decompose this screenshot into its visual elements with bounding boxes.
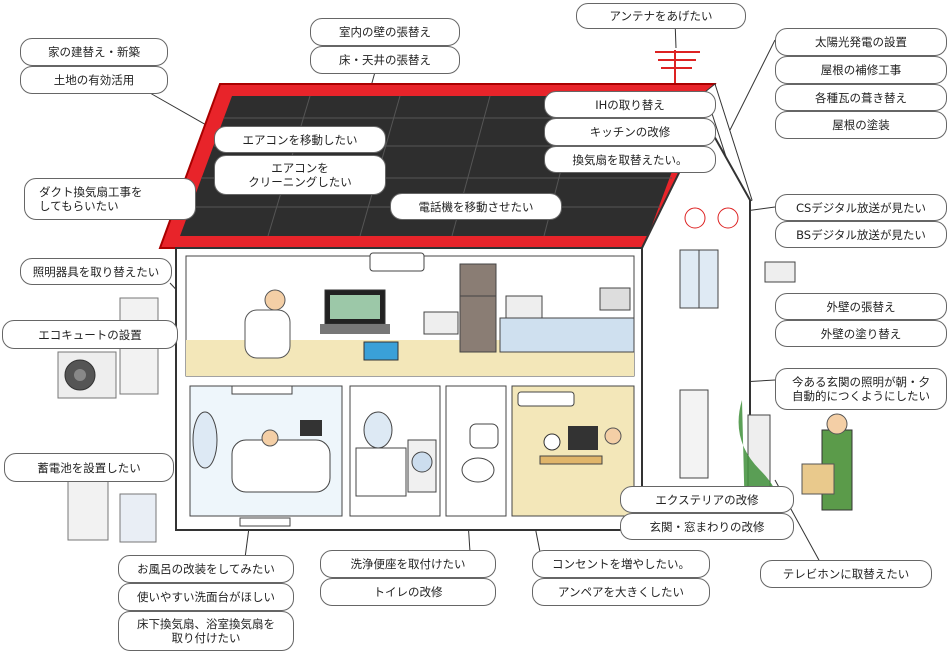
antenna (655, 50, 700, 88)
label-toilet: トイレの改修 (320, 578, 496, 606)
label-exterior: エクステリアの改修 (620, 486, 794, 513)
label-light: 照明器具を取り替えたい (20, 258, 172, 285)
label-bs: BSデジタル放送が見たい (775, 221, 947, 248)
label-washlet: 洗浄便座を取付けたい (320, 550, 496, 578)
label-intercom: テレビホンに取替えたい (760, 560, 932, 588)
label-ampere: アンペアを大きくしたい (532, 578, 710, 606)
label-outlet: コンセントを増やしたい。 (532, 550, 710, 578)
label-rebuild: 家の建替え・新築 (20, 38, 168, 66)
label-duct: ダクト換気扇工事を してもらいたい (24, 178, 196, 220)
label-entrance-light: 今ある玄関の照明が朝・夕 自動的につくようにしたい (775, 368, 947, 410)
label-solar: 太陽光発電の設置 (775, 28, 947, 56)
label-roof-repair: 屋根の補修工事 (775, 56, 947, 84)
label-land-use: 土地の有効活用 (20, 66, 168, 94)
label-tile: 各種瓦の葺き替え (775, 84, 947, 111)
label-bath-fan: 床下換気扇、浴室換気扇を 取り付けたい (118, 611, 294, 651)
label-outer-paint: 外壁の塗り替え (775, 320, 947, 347)
label-battery: 蓄電池を設置したい (4, 453, 174, 482)
label-cs: CSデジタル放送が見たい (775, 194, 947, 221)
battery-units (67, 479, 157, 543)
lower-room-details (192, 391, 622, 527)
label-ac-clean: エアコンを クリーニングしたい (214, 155, 386, 195)
label-ac-move: エアコンを移動したい (214, 126, 386, 153)
label-ecocute: エコキュートの設置 (2, 320, 178, 349)
label-bath: お風呂の改装をしてみたい (118, 555, 294, 583)
label-roof-paint: 屋根の塗装 (775, 111, 947, 139)
upper-room-details (231, 252, 635, 395)
label-basin: 使いやすい洗面台がほしい (118, 583, 294, 611)
label-fan: 換気扇を取替えたい。 (544, 146, 716, 173)
label-outer-wall: 外壁の張替え (775, 293, 947, 320)
label-antenna: アンテナをあげたい (576, 3, 746, 29)
label-phone: 電話機を移動させたい (390, 193, 562, 220)
label-entrance-window: 玄関・窓まわりの改修 (620, 513, 794, 540)
label-inner-wall: 室内の壁の張替え (310, 18, 460, 46)
label-floor-ceiling: 床・天井の張替え (310, 46, 460, 74)
label-kitchen: キッチンの改修 (544, 118, 716, 146)
label-ih: IHの取り替え (544, 91, 716, 118)
